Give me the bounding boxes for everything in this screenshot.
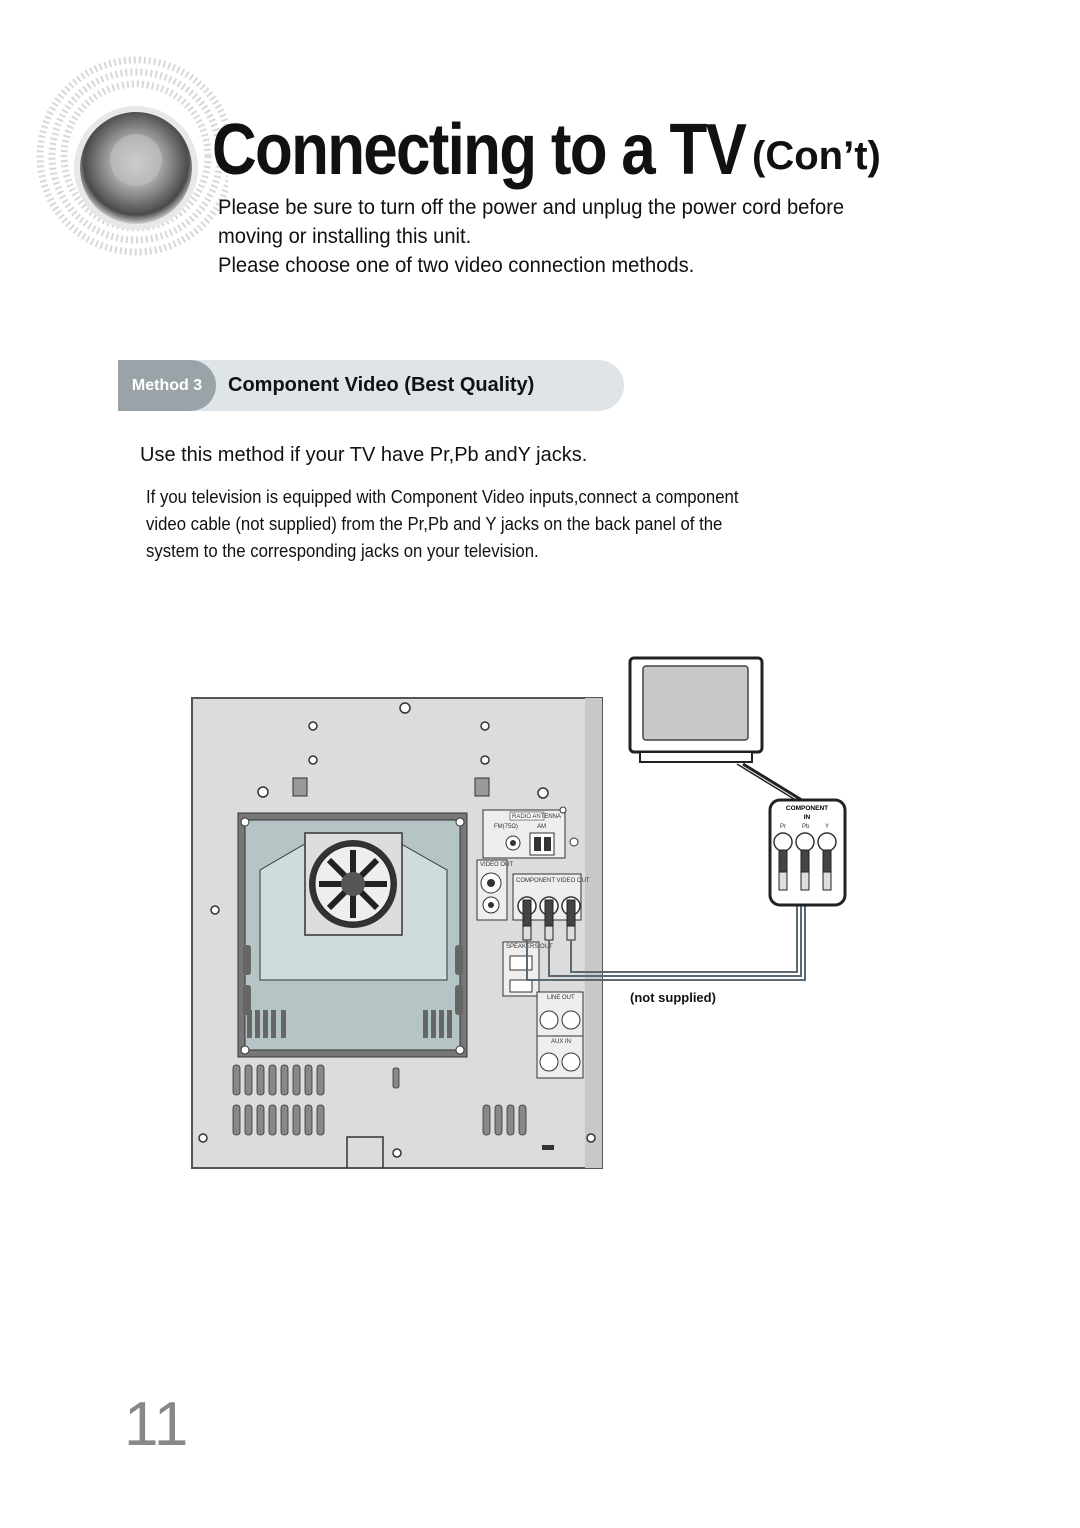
rear-panel: RADIO ANTENNA FM(75Ω) AM VIDEO OUT COMPO… <box>191 697 603 1169</box>
body-line-1: If you television is equipped with Compo… <box>146 487 739 507</box>
connection-diagram: RADIO ANTENNA FM(75Ω) AM VIDEO OUT COMPO… <box>191 656 847 1169</box>
intro-line-1: Please be sure to turn off the power and… <box>218 196 845 219</box>
line-out-label: LINE OUT <box>547 995 575 1001</box>
component-in-sub: IN <box>804 814 811 821</box>
component-in-label: COMPONENT <box>786 805 828 812</box>
am-label: AM <box>537 824 546 830</box>
cable-note: (not supplied) <box>630 990 716 1005</box>
intro-line-3: Please choose one of two video connectio… <box>218 254 695 277</box>
body-line-2: video cable (not supplied) from the Pr,P… <box>146 514 723 534</box>
page-title: Connecting to a TV <box>212 110 747 190</box>
tv-illustration: COMPONENT IN Pr Pb Y <box>628 656 847 907</box>
body-line-3: system to the corresponding jacks on you… <box>146 541 539 561</box>
fm-label: FM(75Ω) <box>494 824 518 830</box>
component-cable <box>526 900 806 981</box>
jack-pb-label: Pb <box>802 824 810 830</box>
page-title-suffix: (Con’t) <box>752 134 881 178</box>
usage-instruction: Use this method if your TV have Pr,Pb an… <box>140 444 588 466</box>
jack-pr-label: Pr <box>780 824 786 830</box>
radio-antenna-label: RADIO ANTENNA <box>512 814 561 820</box>
intro-line-2: moving or installing this unit. <box>218 225 472 248</box>
method-tag: Method 3 <box>118 360 216 411</box>
page-number: 11 <box>124 1390 189 1459</box>
speaker-out-label: SPEAKERS OUT <box>506 944 553 950</box>
video-out-label: VIDEO OUT <box>480 862 513 868</box>
jack-y-label: Y <box>825 824 829 830</box>
component-video-out-label: COMPONENT VIDEO OUT <box>516 878 590 884</box>
aux-in-label: AUX IN <box>551 1039 571 1045</box>
speaker-emblem-icon <box>36 56 228 256</box>
method-title: Component Video (Best Quality) <box>228 374 535 396</box>
